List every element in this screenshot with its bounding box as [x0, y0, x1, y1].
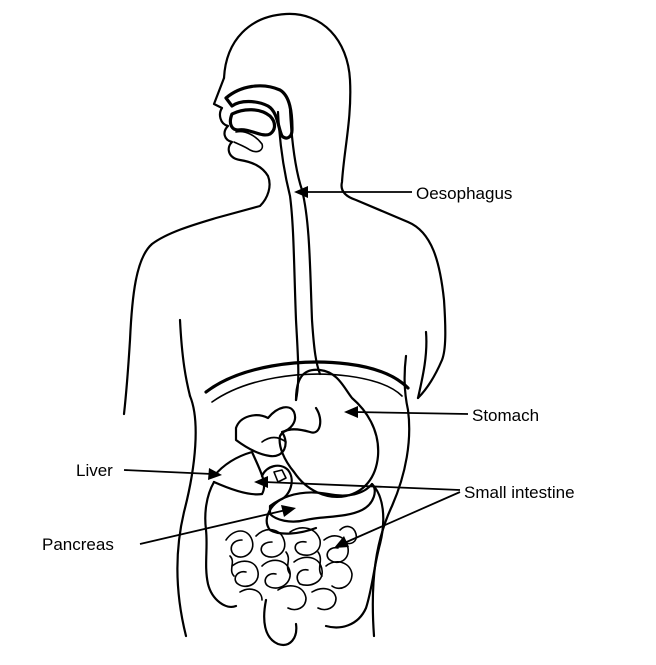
small-intestine-arrowhead-lower — [334, 536, 349, 548]
body-outline — [122, 12, 447, 638]
intestine-wiggle-a — [229, 551, 323, 577]
intestine-coil-5 — [231, 560, 259, 588]
intestine-coil-3 — [289, 527, 321, 556]
stomach-arrowhead — [344, 406, 358, 418]
descending-colon — [324, 482, 385, 629]
pancreas-arrowhead — [281, 505, 296, 517]
label-small-intestine: Small intestine — [464, 483, 575, 502]
bile-duct-detail — [273, 469, 287, 483]
ascending-colon — [204, 480, 238, 608]
intestine-wiggle-b — [339, 525, 358, 545]
stomach-leader — [353, 411, 469, 415]
small-intestine-leader-upper — [263, 481, 461, 491]
intestine-coil-4 — [323, 535, 349, 564]
intestine-coil-1 — [225, 530, 254, 558]
label-pancreas: Pancreas — [42, 535, 114, 554]
small-intestine-leader-lower — [341, 491, 461, 545]
liver-arrowhead — [208, 468, 222, 480]
label-oesophagus: Oesophagus — [416, 184, 512, 203]
label-liver: Liver — [76, 461, 113, 480]
intestine-coil-9 — [239, 585, 337, 611]
left-arm-inner — [178, 318, 192, 398]
intestine-coil-7 — [293, 556, 323, 586]
left-torso-outline — [176, 394, 197, 638]
labels: Oesophagus Stomach Liver Small intestine… — [42, 184, 575, 554]
diaphragm-lower — [211, 373, 403, 403]
intestine-coil-2 — [255, 528, 286, 558]
right-torso-outline — [371, 354, 411, 638]
oesophagus-tube — [276, 108, 322, 402]
intestine-coil-6 — [261, 559, 291, 589]
oesophagus-left-wall — [276, 110, 300, 402]
small-intestine-arrowhead-upper — [254, 476, 268, 488]
small-intestine — [225, 525, 358, 611]
stomach-inner-fold — [261, 436, 287, 443]
pancreas-region — [260, 464, 376, 535]
stomach — [278, 368, 380, 498]
label-stomach: Stomach — [472, 406, 539, 425]
liver — [212, 406, 297, 496]
intestine-coil-8 — [325, 561, 353, 590]
duodenum — [260, 464, 318, 535]
oesophagus-arrowhead — [294, 186, 308, 198]
nasal-cavity — [224, 84, 294, 140]
rectum — [263, 598, 298, 646]
right-arm-inner — [416, 330, 428, 400]
diaphragm-upper — [204, 360, 410, 394]
pancreas-leader — [139, 509, 287, 545]
palate — [228, 108, 277, 137]
diaphragm — [204, 360, 410, 403]
head-outline — [222, 12, 447, 400]
label-leaders — [123, 186, 469, 548]
liver-leader — [123, 469, 213, 475]
large-intestine — [204, 480, 385, 646]
nasal-mouth-cavity — [224, 84, 294, 153]
tongue — [233, 130, 264, 153]
oesophagus-right-wall — [288, 108, 322, 376]
face-profile — [122, 76, 271, 416]
liver-lobe-left — [234, 406, 297, 458]
liver-lower-edge — [212, 450, 266, 496]
pancreas — [268, 482, 376, 523]
